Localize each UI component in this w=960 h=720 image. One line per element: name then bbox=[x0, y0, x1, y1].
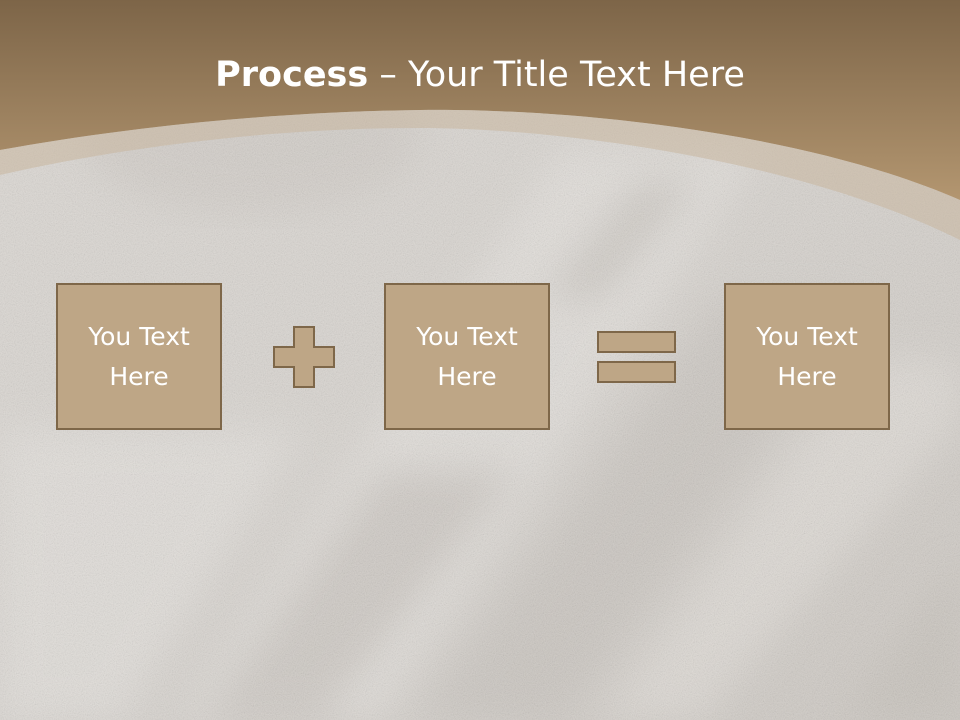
plus-icon bbox=[273, 326, 335, 388]
text-box-1-label: You Text Here bbox=[88, 321, 190, 391]
text-box-2-label: You Text Here bbox=[416, 321, 518, 391]
title-rest: – Your Title Text Here bbox=[368, 55, 745, 95]
text-box-1[interactable]: You Text Here bbox=[56, 283, 222, 430]
title-bold: Process bbox=[215, 55, 369, 95]
equals-icon bbox=[597, 331, 676, 383]
text-box-3-label: You Text Here bbox=[756, 321, 858, 391]
slide-title: Process – Your Title Text Here bbox=[0, 52, 960, 98]
text-box-3[interactable]: You Text Here bbox=[724, 283, 890, 430]
text-box-2[interactable]: You Text Here bbox=[384, 283, 550, 430]
